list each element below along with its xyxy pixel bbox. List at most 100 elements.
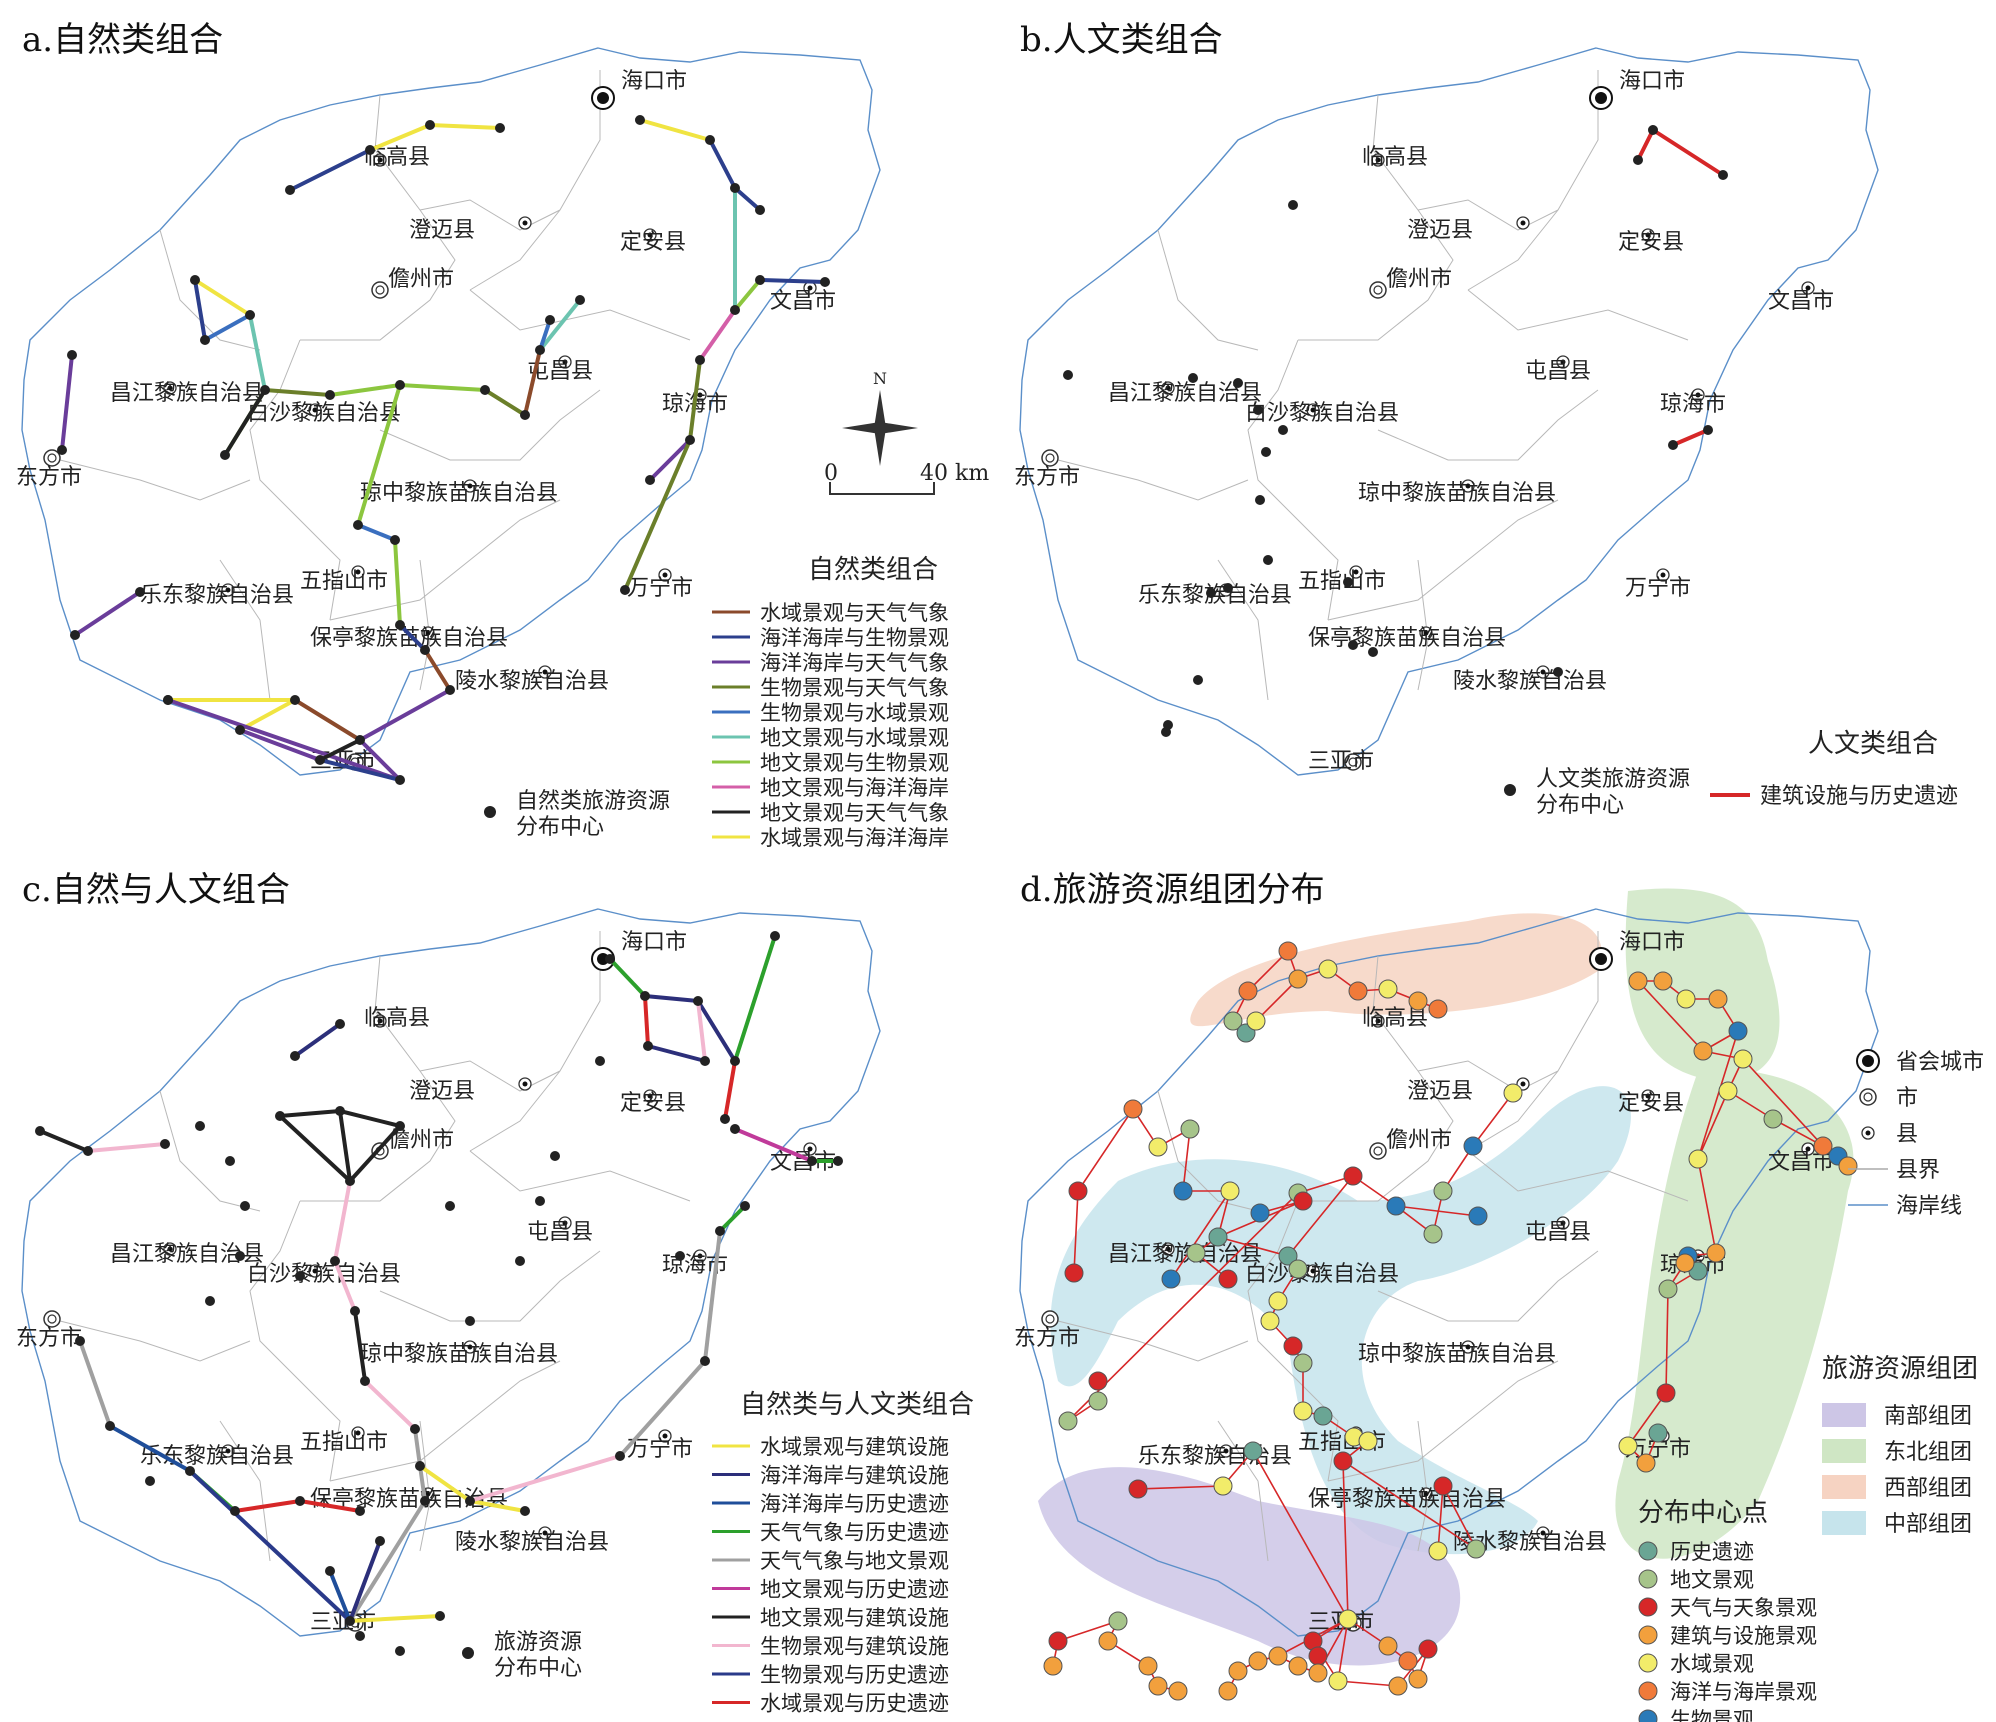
distribution-center-dot: [395, 775, 405, 785]
distribution-center-dot: [220, 450, 230, 460]
combination-link: [723, 1059, 737, 1121]
city-icon: [1863, 1092, 1873, 1102]
combination-link: [263, 388, 332, 397]
distribution-center-dot: [75, 1336, 85, 1346]
place-label-sanya: 三亚市: [1308, 749, 1374, 774]
county-boundary: [219, 1420, 271, 1562]
county-boundary: [469, 1150, 691, 1202]
county-icon: [1805, 285, 1811, 291]
distribution-center-dot: [515, 1256, 525, 1266]
city-icon: [47, 1314, 57, 1324]
combination-link: [293, 698, 362, 742]
place-label-qionghai: 琼海市: [1660, 392, 1726, 417]
combination-link: [1170, 1190, 1231, 1280]
combination-link: [348, 1539, 382, 1623]
distribution-center-point: [1108, 1611, 1128, 1631]
city-icon: [1045, 1314, 1055, 1324]
distribution-center-point: [1733, 1049, 1753, 1069]
county-boundary: [1057, 459, 1249, 501]
panel-b-title: b.人文类组合: [1020, 20, 1223, 60]
distribution-center-dot: [635, 115, 645, 125]
combination-link: [708, 138, 737, 190]
combination-link: [338, 1109, 402, 1128]
distribution-center-point: [1180, 1119, 1200, 1139]
legend-item-label: 地文景观与生物景观: [760, 751, 949, 775]
distribution-center-dot: [575, 295, 585, 305]
combination-link: [73, 590, 142, 637]
combination-link: [538, 318, 552, 352]
panel-a-title: a.自然类组合: [22, 20, 224, 60]
legend-center-swatch: [1638, 1541, 1658, 1561]
county-boundary: [329, 1360, 561, 1482]
scale-zero-label: 0: [824, 461, 838, 486]
distribution-center-dot: [465, 1496, 475, 1506]
distribution-center-dot: [395, 380, 405, 390]
distribution-center-point: [1653, 971, 1673, 991]
place-label-dongfang: 东方市: [1014, 465, 1080, 490]
distribution-center-point: [1138, 1656, 1158, 1676]
legend-group-label: 南部组团: [1884, 1404, 1972, 1429]
distribution-center-point: [1308, 1646, 1328, 1666]
legend-symbol-label: 县: [1896, 1122, 1918, 1147]
legend-centers-title: 分布中心点: [1638, 1498, 1768, 1528]
legend-center-label: 建筑与设施景观: [1670, 1624, 1817, 1648]
legend-item-label: 海洋海岸与生物景观: [760, 626, 949, 650]
distribution-center-point: [1386, 1196, 1406, 1216]
place-label-tunchang: 屯昌县: [1525, 1220, 1591, 1245]
distribution-center-dot: [415, 1461, 425, 1471]
distribution-center-point: [1706, 1243, 1726, 1263]
legend-c-title: 自然类与人文类组合: [740, 1390, 974, 1420]
combination-link: [358, 688, 452, 742]
county-icon: [167, 1246, 173, 1252]
combination-link: [356, 383, 402, 527]
combination-link: [358, 738, 402, 782]
combination-link: [623, 438, 692, 592]
legend-center-label: 分布中心: [1536, 793, 1624, 818]
county-icon: [355, 1430, 361, 1436]
combination-link: [348, 1124, 402, 1183]
legend-center-label: 地文景观: [1670, 1568, 1754, 1592]
county-icon: [377, 157, 383, 163]
combination-link: [1073, 1190, 1079, 1274]
distribution-center-dot: [643, 1041, 653, 1051]
distribution-center-dot: [295, 1496, 305, 1506]
county-icon: [1805, 1146, 1811, 1152]
distribution-center-point: [1068, 1181, 1088, 1201]
distribution-center-dot: [67, 350, 77, 360]
county-boundary: [379, 1250, 601, 1322]
place-label-haikou: 海口市: [621, 69, 687, 94]
distribution-center-dot: [420, 645, 430, 655]
county-icon: [1423, 630, 1429, 636]
distribution-center-dot: [693, 996, 703, 1006]
capital-city-icon: [1595, 953, 1607, 965]
county-icon: [425, 1491, 431, 1497]
distribution-center-dot: [480, 385, 490, 395]
distribution-center-dot: [1278, 425, 1288, 435]
combination-link: [733, 186, 762, 212]
distribution-center-dot: [1348, 640, 1358, 650]
distribution-center-dot: [1063, 370, 1073, 380]
distribution-center-point: [1813, 1136, 1833, 1156]
combination-link: [1077, 1108, 1134, 1192]
distribution-center-point: [1333, 1451, 1353, 1471]
distribution-center-dot: [1161, 727, 1171, 737]
combination-link: [278, 1109, 342, 1118]
county-boundary: [1467, 289, 1689, 341]
county-icon: [1645, 232, 1651, 238]
legend-item-label: 天气气象与地文景观: [760, 1549, 949, 1573]
combination-link: [733, 1127, 814, 1163]
county-boundary: [419, 199, 561, 231]
legend-center-label: 自然类旅游资源: [516, 789, 670, 814]
panel-c-title: c.自然与人文组合: [22, 870, 290, 910]
place-label-baisha: 白沙黎族自治县: [247, 401, 401, 426]
distribution-center-dot: [1206, 588, 1216, 598]
distribution-center-dot: [163, 695, 173, 705]
distribution-center-dot: [35, 1126, 45, 1136]
north-arrow-icon: [842, 422, 918, 434]
capital-city-icon: [597, 92, 609, 104]
distribution-center-dot: [605, 954, 615, 964]
legend-center-label: 生物景观: [1670, 1708, 1754, 1722]
combination-link: [78, 1339, 112, 1428]
distribution-center-dot: [245, 310, 255, 320]
